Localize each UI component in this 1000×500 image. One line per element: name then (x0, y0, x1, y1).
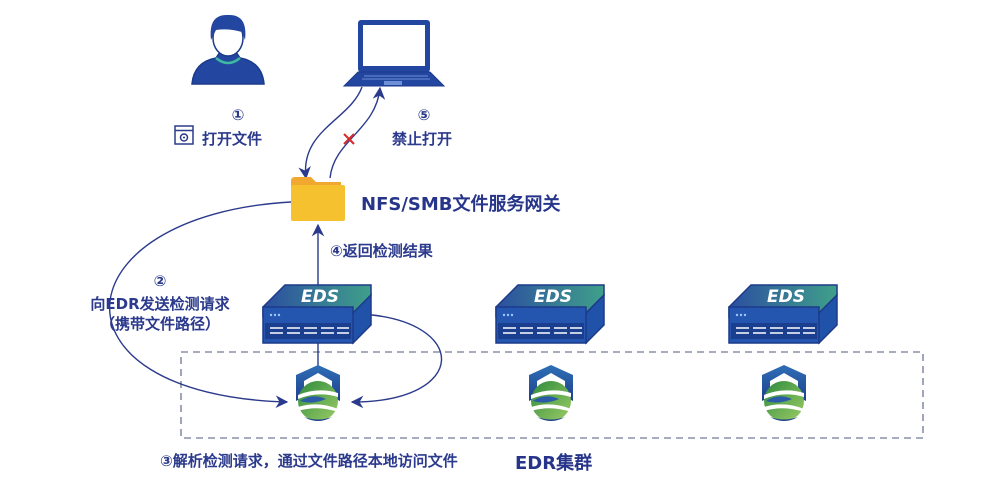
step1-label: 打开文件 (202, 130, 263, 148)
folder-icon (291, 177, 345, 221)
cluster-label: EDR集群 (515, 453, 593, 474)
edr-agent-1 (296, 365, 340, 421)
arrow-open-file (298, 86, 363, 180)
user-icon (191, 14, 265, 85)
settings-window-icon (174, 125, 194, 145)
step5-number: ⑤ (417, 106, 431, 124)
step3-label: ③解析检测请求，通过文件路径本地访问文件 (160, 452, 458, 470)
edr-agent-2 (529, 365, 573, 421)
arrow-send-request (109, 201, 292, 408)
eds-label-3: EDS (767, 287, 805, 307)
step2-label-line2: （携带文件路径） (99, 315, 220, 333)
blocked-x-icon (343, 133, 355, 145)
edr-cluster-box (180, 351, 924, 439)
step2-label-line1: 向EDR发送检测请求 (90, 295, 230, 313)
step4-label: ④返回检测结果 (330, 242, 433, 260)
edr-agent-3 (762, 365, 806, 421)
step1-number: ① (231, 106, 245, 124)
step5-label: 禁止打开 (392, 130, 453, 148)
eds-label-2: EDS (534, 287, 572, 307)
eds-label-1: EDS (301, 287, 339, 307)
gateway-label: NFS/SMB文件服务网关 (361, 194, 561, 215)
arrow-deny-open (329, 86, 386, 179)
arrow-access-file (350, 313, 443, 409)
step2-number: ② (153, 272, 167, 290)
laptop-icon (342, 20, 446, 87)
